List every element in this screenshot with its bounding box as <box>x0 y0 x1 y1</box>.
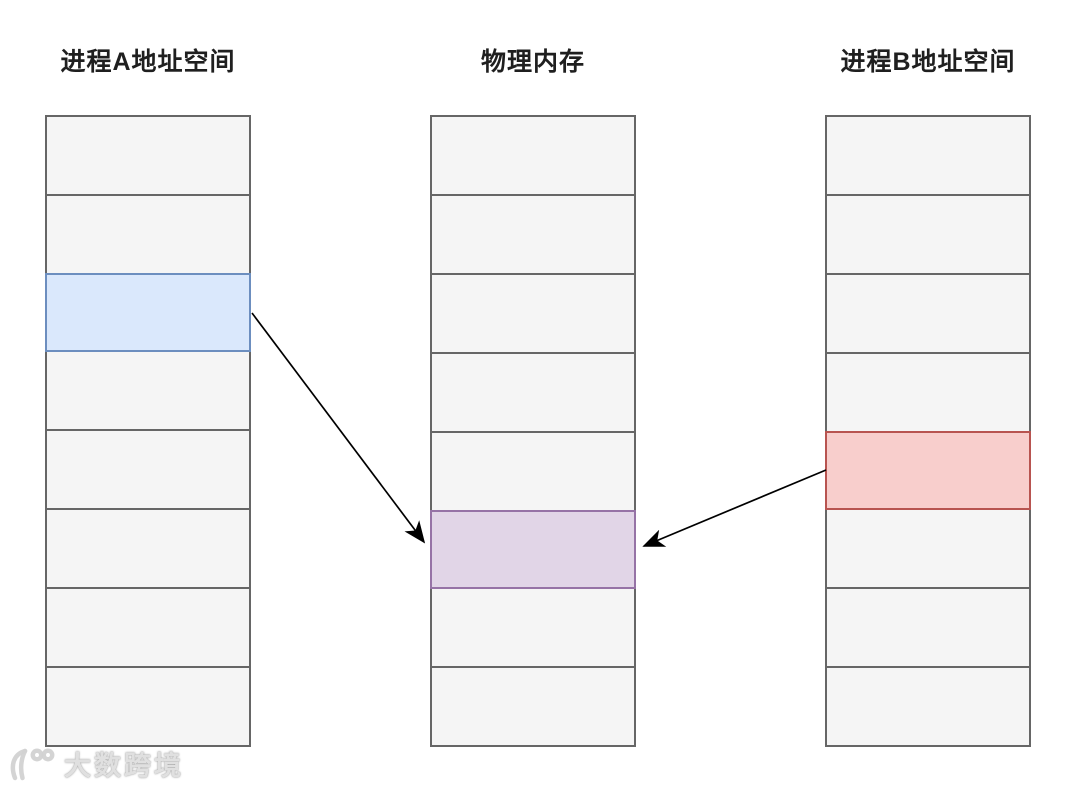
physical-memory-column-cell-0 <box>430 115 636 194</box>
physical-memory-column-cell-3 <box>430 352 636 431</box>
process-b-column-cell-0 <box>825 115 1031 194</box>
physical-memory-column-cell-1 <box>430 194 636 273</box>
physical-memory-column <box>430 115 636 747</box>
process-b-column-cell-5 <box>825 508 1031 587</box>
physical-memory-column-cell-6 <box>430 587 636 666</box>
process-a-column-cell-6 <box>45 587 251 666</box>
process-a-column-cell-0 <box>45 115 251 194</box>
physical-memory-column-cell-2 <box>430 273 636 352</box>
process-b-column-cell-6 <box>825 587 1031 666</box>
process-a-column-cell-3 <box>45 350 251 429</box>
process-a-column-cell-7 <box>45 666 251 745</box>
process-b-column-highlighted-cell <box>825 431 1031 510</box>
arrow-process-a-to-physical <box>251 312 426 544</box>
physical-memory-column-cell-7 <box>430 666 636 745</box>
process-a-column-cell-4 <box>45 429 251 508</box>
process-a-column-highlighted-cell <box>45 273 251 352</box>
physical-memory-column-cell-4 <box>430 431 636 510</box>
process-a-title: 进程A地址空间 <box>60 48 236 76</box>
process-b-column-cell-3 <box>825 352 1031 431</box>
process-b-column-cell-7 <box>825 666 1031 745</box>
watermark: 大数跨境 <box>6 744 184 783</box>
process-b-column-cell-1 <box>825 194 1031 273</box>
100-logo-icon <box>10 748 55 780</box>
process-a-column-cell-5 <box>45 508 251 587</box>
physical-memory-title: 物理内存 <box>480 48 585 76</box>
process-b-column <box>825 115 1031 747</box>
arrow-process-b-to-physical <box>642 469 827 547</box>
process-b-title: 进程B地址空间 <box>840 48 1016 76</box>
watermark-text: 大数跨境 <box>64 751 184 781</box>
process-a-column <box>45 115 251 747</box>
process-b-column-cell-2 <box>825 273 1031 352</box>
process-a-column-cell-1 <box>45 194 251 273</box>
physical-memory-column-highlighted-cell <box>430 510 636 589</box>
